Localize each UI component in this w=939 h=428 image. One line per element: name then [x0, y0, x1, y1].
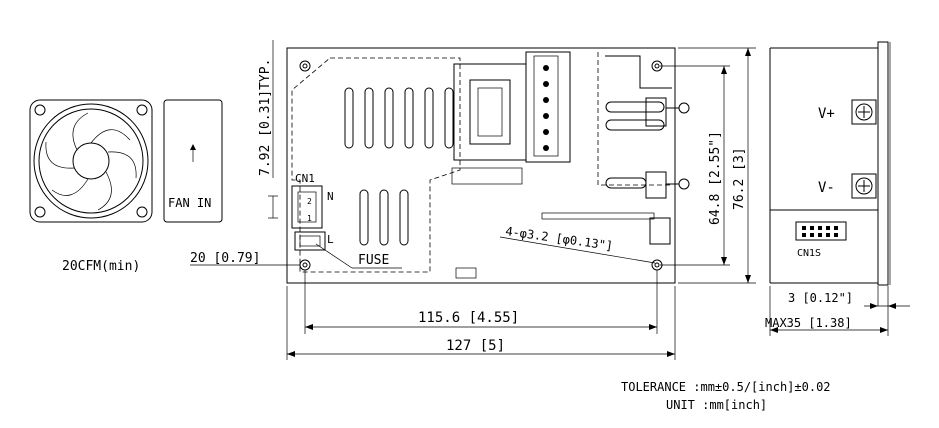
- board-side-view: [769, 41, 910, 336]
- fan-side-view: [163, 99, 223, 223]
- unit-note: UNIT :mm[inch]: [666, 398, 767, 412]
- v-plus-label: V+: [818, 106, 835, 122]
- dim-76-label: 76.2 [3]: [732, 147, 747, 210]
- dim-64-label: 64.8 [2.55"]: [708, 131, 723, 225]
- fuse-label: FUSE: [358, 253, 389, 268]
- dim-20-label: 20 [0.79]: [190, 251, 260, 266]
- cn1-label: CN1: [295, 172, 315, 185]
- dim-max35-label: MAX35 [1.38]: [765, 316, 852, 330]
- tolerance-note: TOLERANCE :mm±0.5/[inch]±0.02: [621, 380, 831, 394]
- pin-2-label: 2: [307, 197, 312, 206]
- pin-l-label: L: [327, 233, 334, 246]
- board-top-view: [286, 47, 690, 284]
- fan-cfm-label: 20CFM(min): [62, 259, 140, 274]
- horizontal-dimensions: [286, 270, 676, 360]
- vertical-dimensions: [660, 47, 756, 284]
- pin-n-label: N: [327, 190, 334, 203]
- typ-dimension: [268, 40, 278, 219]
- fan-in-label: FAN IN: [168, 196, 211, 210]
- dim-127-label: 127 [5]: [446, 338, 505, 354]
- dim-3-label: 3 [0.12"]: [788, 291, 853, 305]
- hole-label: 4-φ3.2 [φ0.13"]: [505, 224, 614, 253]
- typ-dim-label: 7.92 [0.31]TYP.: [258, 59, 273, 176]
- cn1s-label: CN1S: [797, 248, 821, 259]
- v-minus-label: V-: [818, 180, 835, 196]
- fan-front-view: [29, 99, 153, 223]
- dim-115-label: 115.6 [4.55]: [418, 310, 519, 326]
- pin-1-label: 1: [307, 214, 312, 223]
